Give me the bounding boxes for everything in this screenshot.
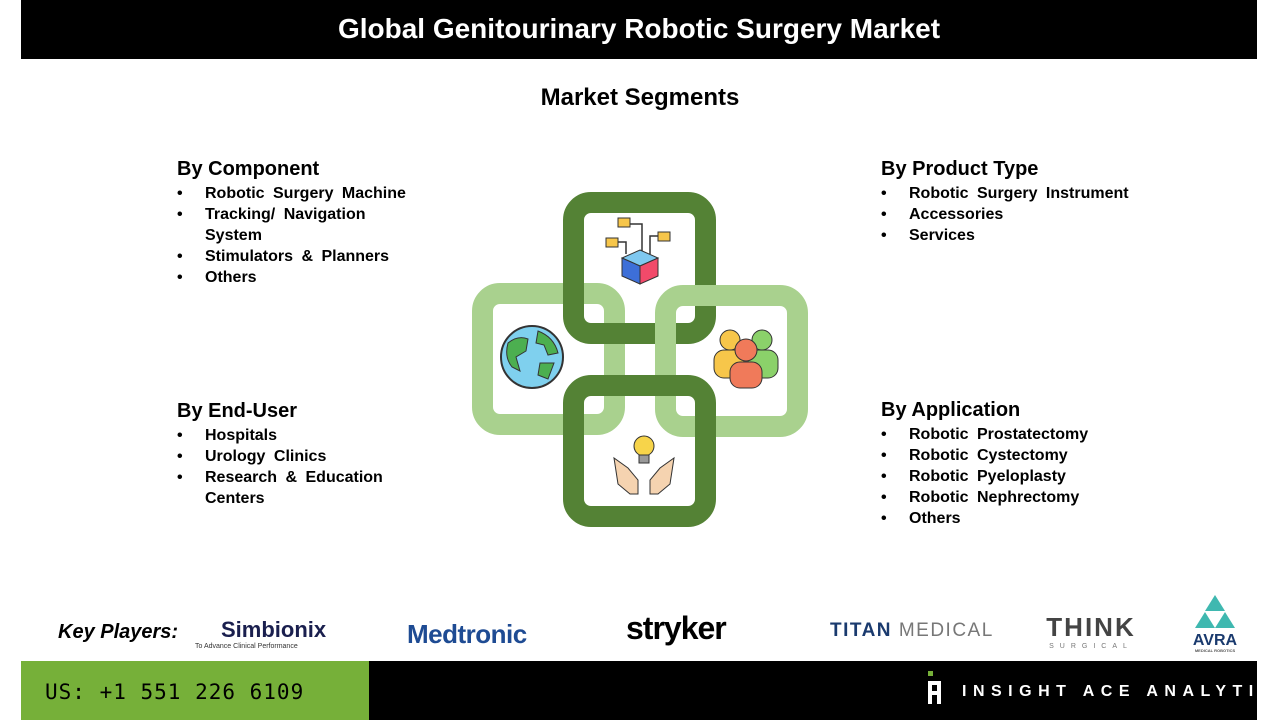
list-item: Accessories <box>881 204 1181 225</box>
segment-heading: By End-User <box>177 400 298 422</box>
logo-text: THINK <box>1046 612 1136 642</box>
hands-lightbulb-icon <box>613 435 675 495</box>
frame-right <box>655 285 808 437</box>
list-item: Tracking/ Navigation System <box>177 204 387 246</box>
stryker-logo: stryker <box>626 610 727 646</box>
logo-text: Simbionix <box>221 617 327 642</box>
segment-product-type: By Product Type Robotic Surgery Instrume… <box>881 158 1181 246</box>
subtitle: Market Segments <box>540 84 740 111</box>
segment-heading: By Component <box>177 158 320 180</box>
list-item: Robotic Surgery Instrument <box>881 183 1181 204</box>
logo-text: TITAN <box>830 620 893 641</box>
simbionix-logo: Simbionix To Advance Clinical Performanc… <box>195 617 326 650</box>
logo-tagline: MEDICAL ROBOTICS <box>1194 648 1236 653</box>
people-group-icon <box>713 329 779 389</box>
footer-bar <box>369 661 1257 720</box>
list-item: Robotic Surgery Machine <box>177 183 437 204</box>
list-item: Robotic Pyeloplasty <box>881 466 1181 487</box>
logo-tagline: To Advance Clinical Performance <box>195 643 298 650</box>
segment-heading: By Application <box>881 399 1021 421</box>
list-item: Robotic Cystectomy <box>881 445 1181 466</box>
globe-icon <box>500 325 564 389</box>
list-item: Robotic Prostatectomy <box>881 424 1181 445</box>
frame-bottom <box>563 375 716 527</box>
brand-logo-icon <box>928 671 941 704</box>
segment-end-user: By End-User HospitalsUrology ClinicsRese… <box>177 400 437 509</box>
list-item: Stimulators & Planners <box>177 246 437 267</box>
medtronic-logo: Medtronic <box>407 619 527 649</box>
list-item: Robotic Nephrectomy <box>881 487 1181 508</box>
list-item: Others <box>881 508 1181 529</box>
frame-top <box>563 192 716 344</box>
title-bar: Global Genitourinary Robotic Surgery Mar… <box>21 0 1257 59</box>
network-cube-icon <box>605 217 671 285</box>
list-item: Hospitals <box>177 425 437 446</box>
page-title: Global Genitourinary Robotic Surgery Mar… <box>337 13 941 44</box>
list-item: Services <box>881 225 1181 246</box>
avra-triangle-icon <box>1195 595 1235 628</box>
logo-tagline: SURGICAL <box>1049 643 1133 650</box>
key-players-label: Key Players: <box>58 621 179 643</box>
segment-component: By Component Robotic Surgery MachineTrac… <box>177 158 437 288</box>
brand-name: INSIGHT ACE ANALYTIC <box>962 683 1278 700</box>
list-item: Others <box>177 267 437 288</box>
list-item: Research & Education Centers <box>177 467 397 509</box>
list-item: Urology Clinics <box>177 446 437 467</box>
segment-heading: By Product Type <box>881 158 1039 180</box>
frame-left <box>472 283 625 435</box>
segment-application: By Application Robotic ProstatectomyRobo… <box>881 399 1181 529</box>
logo-text: MEDICAL <box>898 620 994 641</box>
logo-text: AVRA <box>1192 632 1238 649</box>
phone-number: US: +1 551 226 6109 <box>21 661 369 720</box>
titan-medical-logo: TITAN MEDICAL <box>830 620 994 642</box>
